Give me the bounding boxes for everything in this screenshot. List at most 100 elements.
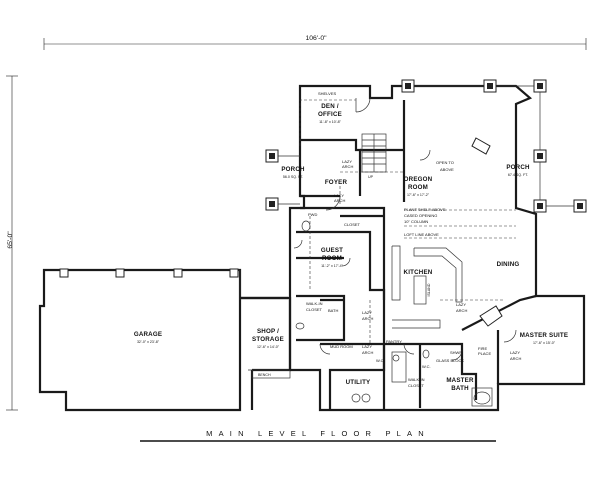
- svg-text:17'-6" x 15'-0": 17'-6" x 15'-0": [533, 341, 556, 345]
- foyer-label: FOYER LAZY ARCH LAZY ARCH: [325, 159, 354, 203]
- svg-text:MUD ROOM: MUD ROOM: [330, 344, 353, 349]
- kitchen-island: ISLAND: [413, 275, 431, 305]
- svg-text:ROOM: ROOM: [322, 255, 342, 262]
- svg-text:12'-6" x 14'-0": 12'-6" x 14'-0": [257, 345, 280, 349]
- svg-text:10" COLUMN: 10" COLUMN: [404, 219, 428, 224]
- plan-title-block: MAIN LEVEL FLOOR PLAN: [140, 429, 496, 442]
- kitchen-counters: [391, 245, 463, 329]
- svg-text:DINING: DINING: [497, 261, 520, 268]
- svg-text:WALK-IN: WALK-IN: [306, 301, 323, 306]
- svg-text:LAZY: LAZY: [362, 344, 372, 349]
- svg-text:GARAGE: GARAGE: [134, 331, 162, 338]
- svg-text:OREGON: OREGON: [404, 176, 433, 183]
- svg-text:ARCH: ARCH: [342, 164, 353, 169]
- svg-text:MASTER SUITE: MASTER SUITE: [520, 332, 568, 339]
- svg-text:ARCH: ARCH: [456, 308, 467, 313]
- svg-text:LAZY: LAZY: [456, 302, 466, 307]
- svg-text:ARCH: ARCH: [334, 198, 345, 203]
- svg-text:KITCHEN: KITCHEN: [404, 269, 433, 276]
- porch-right-label: PORCH 67.4 SQ. FT.: [506, 164, 530, 177]
- svg-text:PORCH: PORCH: [506, 164, 530, 171]
- svg-text:CASED OPENING: CASED OPENING: [404, 213, 437, 218]
- column-pier: [483, 79, 497, 93]
- svg-text:CLOSET: CLOSET: [306, 307, 323, 312]
- interior-walls: [296, 100, 537, 410]
- column-pier: [265, 197, 279, 211]
- overall-depth-label: 65'-0": [7, 231, 14, 249]
- den-office-label: DEN / OFFICE 11'-8" x 10'-8" SHELVES: [318, 91, 342, 124]
- house-exterior-walls: [288, 84, 586, 412]
- svg-text:ABOVE: ABOVE: [440, 167, 454, 172]
- shelves-label: SHELVES: [318, 91, 336, 96]
- door-swings: [293, 97, 517, 361]
- svg-text:56.0 SQ. FT.: 56.0 SQ. FT.: [283, 175, 303, 179]
- svg-text:ISLAND: ISLAND: [427, 283, 431, 296]
- svg-text:32'-0" x 23'-8": 32'-0" x 23'-8": [137, 340, 160, 344]
- plumbing-fixtures: [295, 220, 430, 403]
- column-pier: [573, 199, 587, 213]
- svg-text:W.C.: W.C.: [422, 364, 431, 369]
- svg-text:PLACE: PLACE: [478, 351, 491, 356]
- master-suite-label: MASTER SUITE 17'-6" x 15'-0" LAZY ARCH F…: [478, 332, 568, 361]
- kitchen-label: KITCHEN LAZY ARCH PANTRY: [386, 269, 467, 344]
- column-pier: [533, 149, 547, 163]
- svg-text:LAZY: LAZY: [362, 310, 372, 315]
- svg-text:PWD: PWD: [308, 212, 317, 217]
- svg-text:FOYER: FOYER: [325, 179, 348, 186]
- svg-text:CLOSET: CLOSET: [408, 383, 425, 388]
- svg-text:LAZY: LAZY: [342, 159, 352, 164]
- garage-walls: [38, 268, 288, 412]
- svg-text:WALK-IN: WALK-IN: [408, 377, 425, 382]
- svg-text:DEN /: DEN /: [321, 103, 339, 110]
- garage-label: GARAGE 32'-0" x 23'-8": [134, 331, 162, 344]
- svg-text:SHWR: SHWR: [450, 350, 462, 355]
- svg-text:ROOM: ROOM: [408, 184, 428, 191]
- master-bath-label: MASTER BATH SHWR GLASS BLOCK W.C. WALK-I…: [408, 350, 474, 392]
- svg-text:LOFT LINE ABOVE: LOFT LINE ABOVE: [404, 232, 439, 237]
- svg-text:11'-2" x 17'-4": 11'-2" x 17'-4": [321, 264, 344, 268]
- svg-text:UTILITY: UTILITY: [346, 379, 371, 386]
- dining-label: DINING: [497, 261, 520, 268]
- svg-text:67.4 SQ. FT.: 67.4 SQ. FT.: [508, 173, 528, 177]
- svg-text:ARCH: ARCH: [510, 356, 521, 361]
- svg-text:LAZY: LAZY: [510, 350, 520, 355]
- svg-text:BATH: BATH: [451, 385, 469, 392]
- column-pier: [265, 149, 279, 163]
- svg-text:ARCH: ARCH: [362, 350, 373, 355]
- svg-text:OPEN TO: OPEN TO: [436, 160, 454, 165]
- svg-text:CLOSET: CLOSET: [344, 222, 361, 227]
- fireplace-icon: [471, 137, 503, 327]
- svg-text:BATH: BATH: [328, 308, 338, 313]
- porch-left-label: PORCH 56.0 SQ. FT.: [281, 166, 305, 179]
- guest-room-label: GUEST ROOM 11'-2" x 17'-4" PWD CLOSET WA…: [306, 212, 373, 321]
- staircase: UP: [361, 133, 387, 179]
- column-pier: [533, 199, 547, 213]
- overall-depth-dimension: 65'-0": [6, 75, 18, 411]
- svg-text:FIRE: FIRE: [478, 346, 487, 351]
- svg-text:PANTRY: PANTRY: [386, 339, 402, 344]
- overall-width-dimension: 106'-0": [43, 33, 587, 50]
- svg-text:OFFICE: OFFICE: [318, 111, 342, 118]
- svg-text:LAZY: LAZY: [334, 193, 344, 198]
- svg-text:17'-6" x 17'-2": 17'-6" x 17'-2": [407, 193, 430, 197]
- stair-up-label: UP: [368, 175, 374, 179]
- bench-label: BENCH: [258, 373, 271, 377]
- svg-text:MASTER: MASTER: [446, 377, 474, 384]
- svg-text:ARCH: ARCH: [362, 316, 373, 321]
- svg-text:PORCH: PORCH: [281, 166, 305, 173]
- bath-tub: [471, 387, 493, 407]
- overall-width-label: 106'-0": [305, 35, 327, 42]
- garage-piers: [59, 268, 239, 278]
- svg-text:GLASS BLOCK: GLASS BLOCK: [436, 358, 464, 363]
- porch-columns: [265, 79, 587, 213]
- svg-text:11'-8" x 10'-8": 11'-8" x 10'-8": [319, 120, 342, 124]
- plan-title: MAIN LEVEL FLOOR PLAN: [206, 429, 430, 438]
- svg-text:PLANT SHELF ABOVE: PLANT SHELF ABOVE: [404, 207, 446, 212]
- column-pier: [401, 79, 415, 93]
- svg-text:W.C.: W.C.: [376, 358, 385, 363]
- svg-text:GUEST: GUEST: [321, 247, 343, 254]
- shop-storage-label: SHOP / STORAGE 12'-6" x 14'-0" BENCH: [252, 328, 284, 377]
- utility-label: UTILITY MUD ROOM LAZY ARCH W.C.: [330, 344, 385, 386]
- oregon-room-label: OREGON ROOM 17'-6" x 17'-2" OPEN TO ABOV…: [404, 160, 454, 237]
